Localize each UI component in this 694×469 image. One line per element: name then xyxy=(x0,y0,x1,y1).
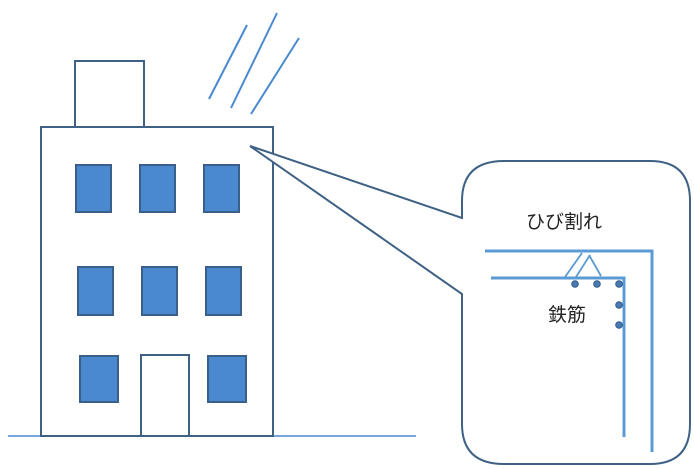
callout-bubble xyxy=(249,145,691,465)
window xyxy=(141,266,178,316)
crack-label: ひび割れ xyxy=(526,211,602,233)
crack-lines xyxy=(564,252,602,278)
rebar-label: 鉄筋 xyxy=(548,304,586,326)
rebar-dots xyxy=(571,280,623,329)
window xyxy=(75,164,112,213)
window xyxy=(139,164,176,213)
entrance-door xyxy=(140,354,190,437)
rooftop-box xyxy=(74,60,145,128)
window xyxy=(77,266,114,316)
window xyxy=(79,355,119,403)
concrete-outer-edge xyxy=(485,249,654,452)
concrete-corner-detail xyxy=(485,249,654,452)
window xyxy=(205,266,242,316)
window xyxy=(207,355,247,403)
concrete-inner-edge xyxy=(491,276,626,437)
rain-streaks-icon xyxy=(208,12,300,115)
window xyxy=(203,164,240,213)
